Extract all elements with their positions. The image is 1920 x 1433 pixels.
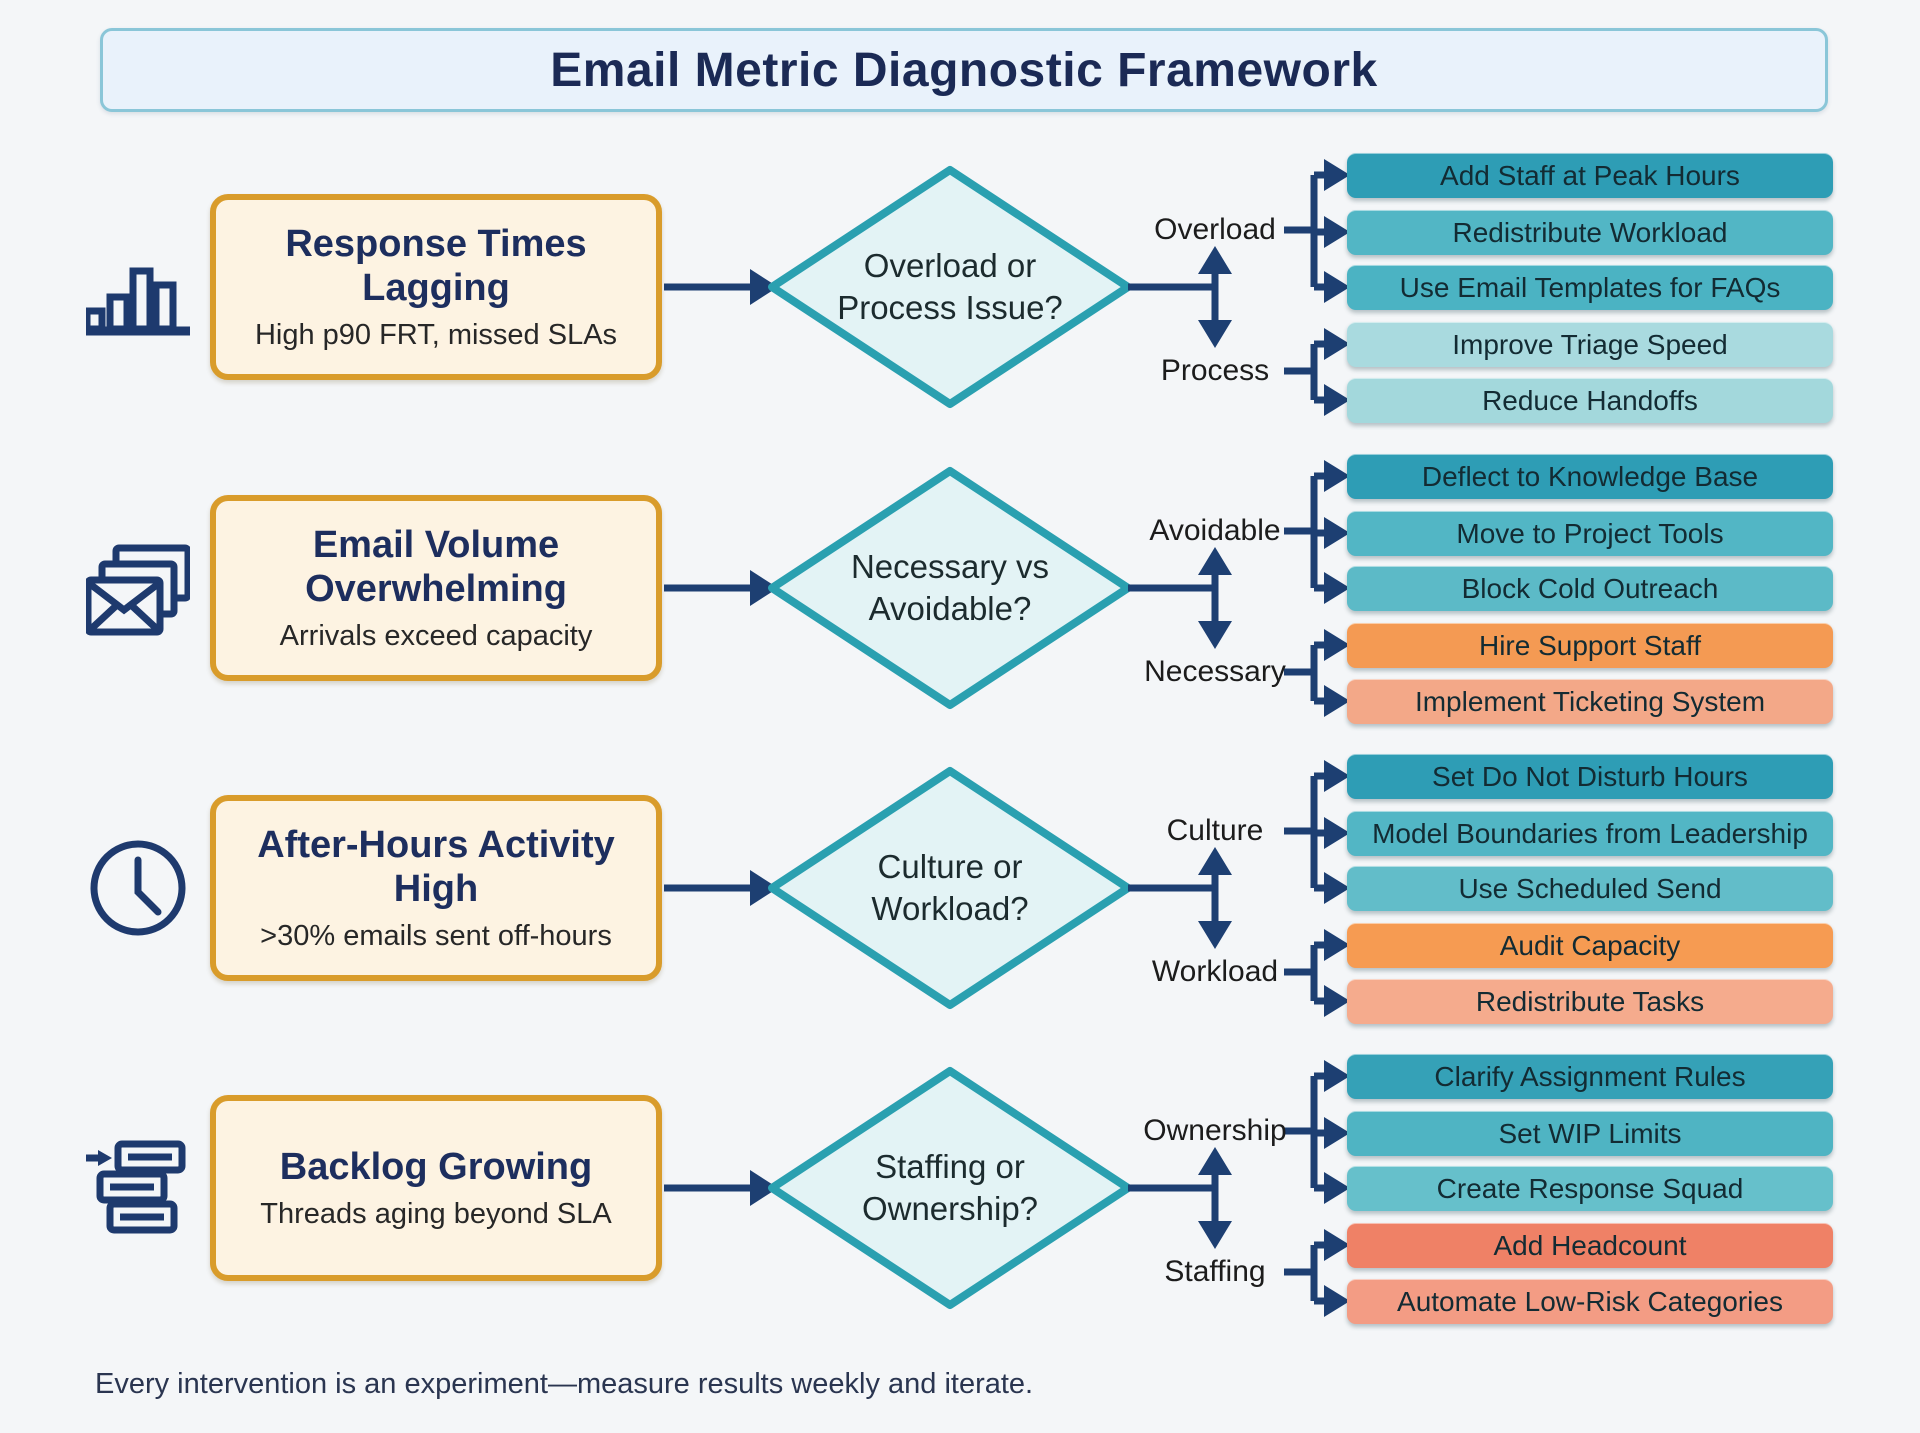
branch-label: Culture (1166, 814, 1264, 847)
action-box: Reduce Handoffs (1347, 378, 1833, 423)
action-box: Model Boundaries from Leadership (1347, 811, 1833, 856)
footer-note: Every intervention is an experiment—meas… (95, 1368, 1034, 1400)
problem-title: After-Hours Activity High (257, 823, 615, 910)
problem-subtitle: Arrivals exceed capacity (279, 620, 593, 653)
decision-diamond: Necessary vs Avoidable? (850, 547, 1050, 627)
problem-subtitle: Threads aging beyond SLA (260, 1198, 612, 1231)
title-banner: Email Metric Diagnostic Framework (100, 28, 1828, 112)
branch-label: Workload (1151, 955, 1279, 988)
problem-card: Backlog Growing Threads aging beyond SLA (210, 1095, 662, 1281)
problem-title: Email Volume Overwhelming (305, 523, 567, 610)
clock-icon (90, 840, 186, 936)
bar-chart-icon (86, 267, 190, 336)
action-box: Create Response Squad (1347, 1166, 1833, 1211)
action-box: Use Scheduled Send (1347, 866, 1833, 911)
problem-title: Backlog Growing (279, 1145, 593, 1188)
action-box: Improve Triage Speed (1347, 322, 1833, 367)
action-box: Automate Low-Risk Categories (1347, 1279, 1833, 1324)
action-box: Use Email Templates for FAQs (1347, 265, 1833, 310)
problem-card: Response Times Lagging High p90 FRT, mis… (210, 194, 662, 380)
action-box: Set Do Not Disturb Hours (1347, 754, 1833, 799)
problem-title: Response Times Lagging (285, 222, 587, 309)
action-box: Clarify Assignment Rules (1347, 1054, 1833, 1099)
action-box: Implement Ticketing System (1347, 679, 1833, 724)
branch-label: Overload (1154, 213, 1276, 246)
branch-label: Process (1160, 354, 1270, 387)
action-box: Redistribute Tasks (1347, 979, 1833, 1024)
action-box: Move to Project Tools (1347, 511, 1833, 556)
action-box: Audit Capacity (1347, 923, 1833, 968)
action-box: Add Staff at Peak Hours (1347, 153, 1833, 198)
action-box: Set WIP Limits (1347, 1111, 1833, 1156)
action-box: Block Cold Outreach (1347, 566, 1833, 611)
backlog-icon (86, 1140, 186, 1234)
problem-subtitle: High p90 FRT, missed SLAs (254, 319, 618, 352)
branch-label: Staffing (1164, 1255, 1266, 1288)
branch-label: Ownership (1143, 1114, 1287, 1147)
action-box: Add Headcount (1347, 1223, 1833, 1268)
page-title: Email Metric Diagnostic Framework (550, 43, 1378, 97)
problem-card: After-Hours Activity High >30% emails se… (210, 795, 662, 981)
action-box: Deflect to Knowledge Base (1347, 454, 1833, 499)
branch-label: Necessary (1144, 655, 1286, 688)
action-box: Redistribute Workload (1347, 210, 1833, 255)
branch-label: Avoidable (1149, 514, 1281, 547)
decision-diamond: Culture or Workload? (871, 847, 1029, 927)
action-box: Hire Support Staff (1347, 623, 1833, 668)
problem-subtitle: >30% emails sent off-hours (260, 920, 612, 953)
envelopes-icon (86, 544, 190, 636)
decision-diamond: Staffing or Ownership? (861, 1147, 1039, 1227)
decision-diamond: Overload or Process Issue? (837, 246, 1063, 326)
problem-card: Email Volume Overwhelming Arrivals excee… (210, 495, 662, 681)
